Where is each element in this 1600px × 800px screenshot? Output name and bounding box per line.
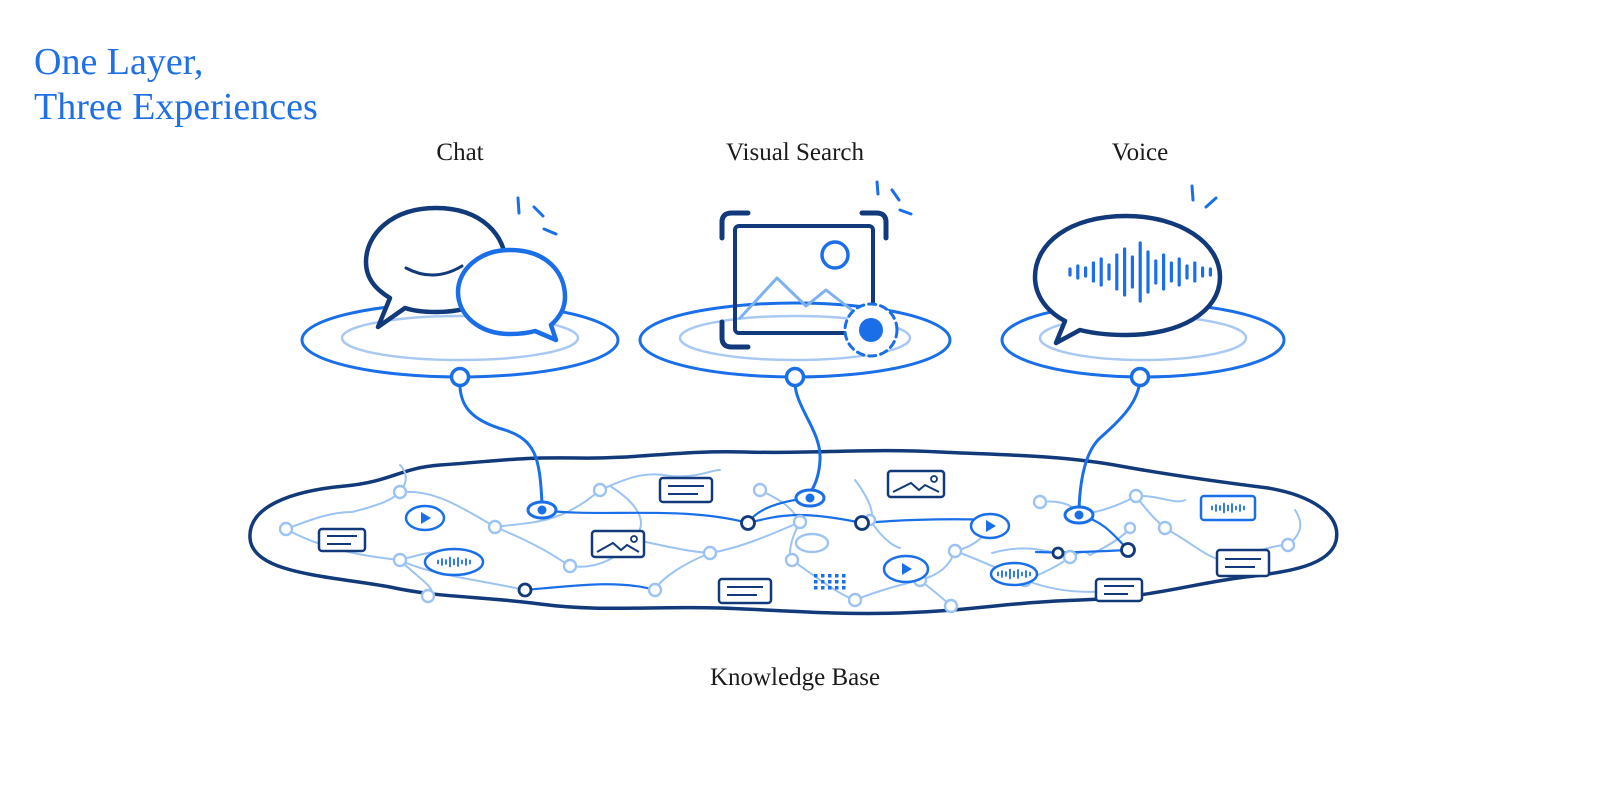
network-link bbox=[399, 559, 526, 591]
network-link bbox=[540, 508, 750, 525]
network-node bbox=[392, 484, 408, 500]
platform-ring-visual-search bbox=[638, 301, 952, 379]
network-node bbox=[1120, 542, 1136, 558]
network-node bbox=[517, 582, 533, 598]
video-play-icon bbox=[404, 504, 446, 532]
knowledge-base-label: Knowledge Base bbox=[710, 664, 880, 691]
document-icon bbox=[717, 577, 773, 605]
voice-spark-lines bbox=[1190, 184, 1218, 209]
page-title: One Layer, Three Experiences bbox=[34, 40, 318, 130]
network-link bbox=[669, 469, 721, 478]
audio-wave-icon bbox=[1199, 494, 1257, 522]
network-node bbox=[1128, 488, 1144, 504]
network-node bbox=[592, 482, 608, 498]
network-node bbox=[487, 519, 503, 535]
platform-ring-chat bbox=[300, 301, 620, 379]
title-line-1: One Layer, bbox=[34, 41, 204, 83]
network-node bbox=[702, 545, 718, 561]
network-node bbox=[943, 598, 959, 614]
document-icon bbox=[317, 527, 367, 553]
network-node bbox=[1123, 521, 1137, 535]
network-link bbox=[746, 513, 864, 525]
document-icon bbox=[658, 476, 714, 504]
network-node bbox=[1062, 549, 1078, 565]
network-node bbox=[740, 515, 756, 531]
network-link bbox=[709, 521, 801, 554]
video-play-icon bbox=[882, 554, 930, 584]
network-link bbox=[1034, 548, 1130, 554]
experience-label-voice: Voice bbox=[1112, 139, 1168, 166]
experience-label-chat: Chat bbox=[436, 139, 483, 166]
knowledge-base-outline bbox=[248, 448, 1339, 616]
chat-bubbles-icon bbox=[363, 196, 568, 343]
network-node bbox=[562, 558, 578, 574]
network-node bbox=[392, 552, 408, 568]
network-node bbox=[947, 543, 963, 559]
document-icon bbox=[1215, 548, 1271, 578]
visual-search-spark-lines bbox=[875, 180, 913, 216]
experience-label-visual-search: Visual Search bbox=[726, 139, 865, 166]
waveform-bars bbox=[1068, 241, 1213, 303]
network-node bbox=[420, 588, 436, 604]
network-link bbox=[399, 490, 496, 528]
network-node bbox=[794, 532, 830, 554]
document-icon bbox=[1094, 577, 1144, 603]
network-nodes bbox=[278, 482, 1296, 614]
connector-voice bbox=[1063, 366, 1151, 525]
network-node bbox=[784, 552, 800, 568]
network-node bbox=[1051, 546, 1065, 560]
title-line-2: Three Experiences bbox=[34, 86, 318, 128]
network-link bbox=[494, 489, 601, 528]
network-node bbox=[854, 515, 870, 531]
network-node bbox=[752, 482, 768, 498]
network-node bbox=[1280, 537, 1296, 553]
network-node bbox=[647, 582, 663, 598]
knowledge-content-icons bbox=[317, 469, 1271, 605]
image-icon bbox=[886, 469, 946, 499]
audio-wave-icon bbox=[989, 561, 1039, 587]
network-node bbox=[1032, 494, 1048, 510]
chat-spark-lines bbox=[516, 196, 558, 236]
network-node bbox=[792, 514, 808, 530]
video-play-icon bbox=[969, 512, 1011, 540]
data-grid-icon bbox=[814, 574, 846, 590]
audio-wave-icon bbox=[423, 547, 485, 577]
network-link bbox=[523, 583, 657, 592]
connector-visual-search bbox=[784, 366, 826, 508]
image-icon bbox=[590, 529, 646, 559]
voice-waveform-icon bbox=[1032, 184, 1223, 346]
network-node bbox=[1157, 520, 1173, 536]
network-node bbox=[847, 592, 863, 608]
network-node bbox=[278, 521, 294, 537]
connector-chat bbox=[449, 366, 558, 520]
image-scan-icon bbox=[719, 180, 913, 358]
